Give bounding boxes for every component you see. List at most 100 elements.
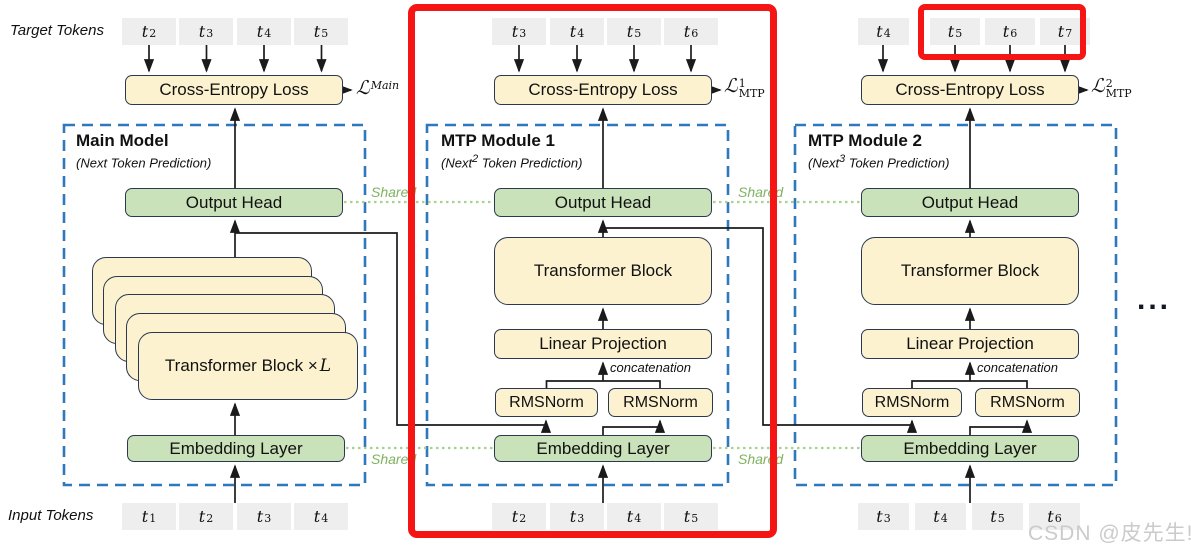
token-sub: 5 xyxy=(955,27,963,40)
token-base: t xyxy=(1002,22,1010,41)
mtp1-subtitle: (Next2 Token Prediction) xyxy=(441,153,582,170)
token-sub: 4 xyxy=(940,512,948,525)
loss-script: ℒ xyxy=(356,77,370,99)
token-sub: 4 xyxy=(634,512,642,525)
subtitle-sup: 2 xyxy=(472,153,479,165)
flow-arrows xyxy=(143,45,1089,503)
rmsnorm-box-right: RMSNorm xyxy=(608,388,713,417)
transformer-block-var: L xyxy=(319,356,332,376)
mtp2-title: MTP Module 2 xyxy=(808,131,922,150)
embedding-layer-box: Embedding Layer xyxy=(494,435,712,462)
token-base: t xyxy=(1047,507,1054,526)
token-base: t xyxy=(626,22,634,41)
token-base: t xyxy=(256,22,264,41)
csdn-watermark: CSDN @皮先生! xyxy=(1028,522,1191,545)
linear-projection-box: Linear Projection xyxy=(494,329,712,359)
concatenation-label: concatenation xyxy=(977,360,1058,375)
output-head-box: Output Head xyxy=(494,188,712,217)
token-sub: 6 xyxy=(1054,512,1062,525)
main-model-subtitle: (Next Token Prediction) xyxy=(76,153,211,170)
loss-sub: MTP xyxy=(1105,87,1132,100)
loss-sub: Main xyxy=(370,79,400,92)
shared-label: Shared xyxy=(371,451,417,467)
transformer-block-box: Transformer Block xyxy=(861,237,1079,305)
token-base: t xyxy=(990,507,997,526)
loss-sup: 2 xyxy=(1105,77,1113,90)
rmsnorm-box-left: RMSNorm xyxy=(862,388,962,417)
token-base: t xyxy=(683,507,691,526)
concatenation-label: concatenation xyxy=(610,360,691,375)
token-base: t xyxy=(876,507,883,526)
output-head-box: Output Head xyxy=(861,188,1079,217)
token-base: t xyxy=(198,507,206,526)
token-base: t xyxy=(511,22,519,41)
rmsnorm-box-left: RMSNorm xyxy=(495,388,598,417)
dashed-module-borders xyxy=(62,123,1118,487)
token-sub: 5 xyxy=(691,512,699,525)
token-sub: 3 xyxy=(883,512,891,525)
token-sub: 4 xyxy=(321,512,329,525)
cross-entropy-loss-box: Cross-Entropy Loss xyxy=(125,75,343,105)
token-base: t xyxy=(313,507,321,526)
transformer-block-xl-box: Transformer Block × L xyxy=(138,332,358,400)
subtitle-post: Token Prediction) xyxy=(478,155,583,171)
token-base: t xyxy=(569,507,577,526)
transformer-block-text: Transformer Block × xyxy=(164,356,318,375)
token-sub: 2 xyxy=(149,27,157,40)
loss-script: ℒ xyxy=(724,75,738,97)
token-sub: 3 xyxy=(264,512,272,525)
token-base: t xyxy=(141,22,149,41)
token-base: t xyxy=(1057,22,1065,41)
subtitle-pre: (Next xyxy=(808,155,840,171)
token-sub: 6 xyxy=(691,27,699,40)
token-sub: 3 xyxy=(577,512,585,525)
embedding-layer-box: Embedding Layer xyxy=(861,435,1079,462)
subtitle-post: Token Prediction) xyxy=(845,155,950,171)
subtitle-pre: (Next xyxy=(76,155,108,171)
subtitle-sup: 3 xyxy=(839,153,846,165)
mtp1-title: MTP Module 1 xyxy=(441,131,555,150)
token-base: t xyxy=(141,507,149,526)
annotation-red-box-mtp1 xyxy=(408,4,777,538)
token-sub: 4 xyxy=(577,27,585,40)
output-head-box: Output Head xyxy=(125,188,343,217)
token-sub: 3 xyxy=(519,27,527,40)
token-sub: 2 xyxy=(206,512,214,525)
subtitle-pre: (Next xyxy=(441,155,473,171)
annotation-red-box-tokens xyxy=(918,4,1086,60)
token-base: t xyxy=(947,22,955,41)
loss-script: ℒ xyxy=(1091,75,1105,97)
token-sub: 7 xyxy=(1065,27,1073,40)
token-sub: 5 xyxy=(321,27,329,40)
linear-projection-box: Linear Projection xyxy=(861,329,1079,359)
token-sub: 5 xyxy=(997,512,1005,525)
token-base: t xyxy=(313,22,321,41)
token-sub: 1 xyxy=(149,512,157,525)
shared-dotted-links xyxy=(344,200,860,450)
token-sub: 4 xyxy=(264,27,272,40)
loss-sup: 1 xyxy=(738,77,746,90)
token-sub: 2 xyxy=(519,512,527,525)
